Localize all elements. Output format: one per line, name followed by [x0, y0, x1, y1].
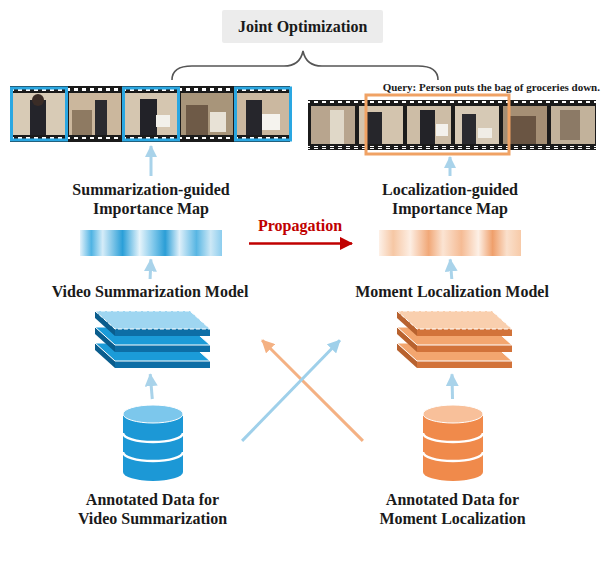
node-label: Joint Optimization — [238, 17, 367, 36]
importance-bar — [56, 230, 246, 256]
connector-arrow — [249, 242, 352, 245]
node-label: Localization-guided Importance Map — [355, 180, 545, 218]
connector-arrow — [450, 259, 452, 279]
database: Annotated Data for Moment Localization — [365, 402, 540, 528]
video-filmstrip — [308, 95, 596, 154]
database: Annotated Data for Video Summarization — [65, 402, 240, 528]
connector-arrow — [242, 340, 340, 441]
node-label: Annotated Data for Moment Localization — [365, 490, 540, 528]
importance-map: Localization-guided Importance Map — [355, 180, 545, 256]
connector-arrow — [150, 374, 152, 399]
importance-bar — [355, 230, 545, 256]
database-icon — [65, 402, 240, 484]
node-label: Video Summarization Model — [40, 282, 260, 301]
model-stack: Video Summarization Model — [40, 282, 260, 371]
layer-stack-icon — [342, 305, 562, 371]
edge-label: Propagation — [256, 216, 344, 235]
node-label: Moment Localization Model — [342, 282, 562, 301]
model-stack: Moment Localization Model — [342, 282, 562, 371]
up-arrow — [150, 146, 153, 176]
importance-map: Summarization-guided Importance Map — [56, 180, 246, 256]
node-label: Annotated Data for Video Summarization — [65, 490, 240, 528]
query-label: Query: Person puts the bag of groceries … — [383, 81, 600, 94]
connector-arrow — [262, 340, 363, 441]
node-label: Summarization-guided Importance Map — [56, 180, 246, 218]
curly-brace — [172, 51, 438, 80]
video-filmstrip — [10, 86, 291, 142]
objective-box: Joint Optimization — [222, 10, 383, 43]
connector-arrow — [451, 374, 455, 399]
database-icon — [365, 402, 540, 484]
connector-arrow — [149, 259, 153, 279]
up-arrow — [449, 157, 452, 176]
layer-stack-icon — [40, 305, 260, 371]
